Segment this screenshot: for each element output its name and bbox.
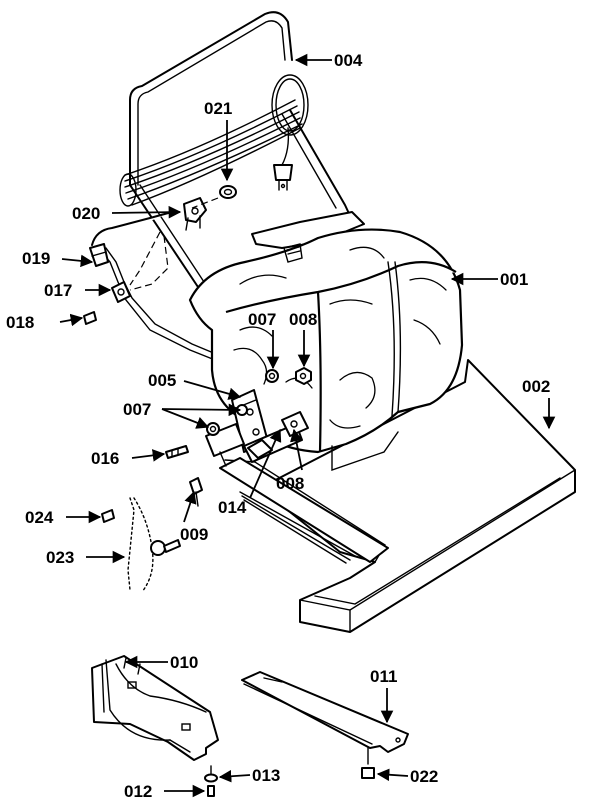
- cord-clamp-part: [111, 281, 131, 303]
- callout-020: 020: [72, 204, 100, 223]
- handle-frame: [119, 11, 353, 321]
- clamp-screw-part: [83, 311, 97, 325]
- cord-clip-part: [183, 197, 207, 231]
- dust-bag: [188, 211, 464, 471]
- callout-021: 021: [204, 99, 232, 118]
- callout-004: 004: [334, 51, 363, 70]
- nut-upper-part: [295, 367, 312, 385]
- callout-008-upper: 008: [289, 310, 317, 329]
- callout-001: 001: [500, 270, 528, 289]
- callout-010: 010: [170, 653, 198, 672]
- callout-018: 018: [6, 313, 34, 332]
- callout-016: 016: [91, 449, 119, 468]
- pull-chain: [127, 497, 181, 593]
- callout-005: 005: [148, 371, 176, 390]
- screw-012-part: [207, 765, 215, 797]
- callout-007-lower: 007: [123, 400, 151, 419]
- callout-009: 009: [180, 525, 208, 544]
- leader-lines: [59, 53, 556, 798]
- screw-022-part: [361, 747, 375, 779]
- callout-013: 013: [252, 766, 280, 785]
- washer-upper-part: [265, 369, 279, 383]
- cover-part: [91, 655, 219, 761]
- chain-end-part: [101, 509, 115, 523]
- callout-019: 019: [22, 249, 50, 268]
- screw-016-part: [165, 445, 189, 459]
- callout-017: 017: [44, 281, 72, 300]
- plate-part: [241, 671, 409, 753]
- callout-011: 011: [370, 667, 397, 686]
- callout-007-upper: 007: [248, 310, 276, 329]
- callout-002: 002: [522, 377, 550, 396]
- cord-ring-part: [219, 185, 237, 199]
- power-cord: [89, 211, 217, 361]
- callout-014: 014: [218, 498, 247, 517]
- callout-labels: 004 021 020 019 017 018 001 007 008 005 …: [6, 51, 550, 801]
- callout-008-lower: 008: [276, 474, 304, 493]
- callout-024: 024: [25, 508, 54, 527]
- callout-022: 022: [410, 767, 438, 786]
- callout-023: 023: [46, 548, 74, 567]
- screw-009-part: [189, 477, 203, 507]
- base-plate: [219, 359, 576, 633]
- callout-012: 012: [124, 782, 152, 801]
- washer-013-part: [204, 773, 218, 783]
